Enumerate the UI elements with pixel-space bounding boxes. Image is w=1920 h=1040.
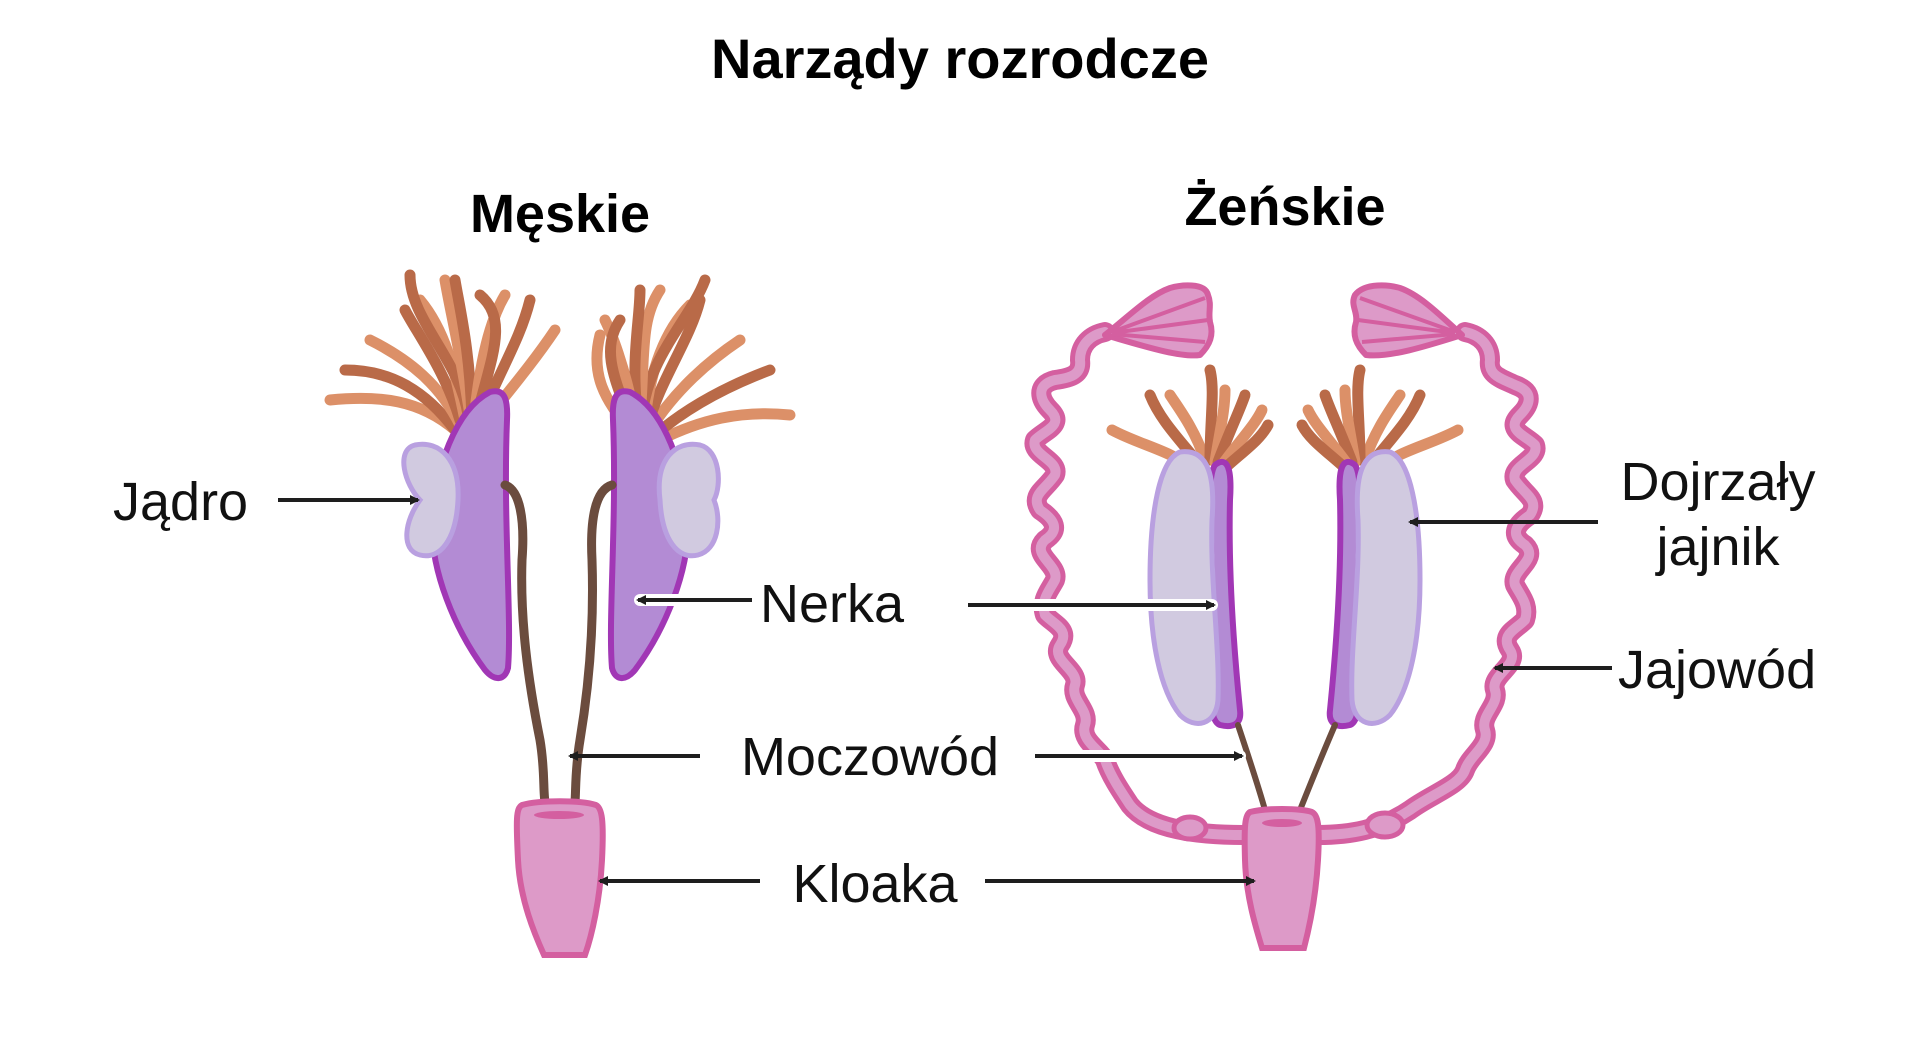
label-cloaca: Kloaka [598, 854, 1256, 914]
male-right-testis [656, 441, 721, 559]
kidney-label: Nerka [760, 574, 905, 634]
cloaca-label: Kloaka [792, 854, 958, 914]
female-right-fat-body [1296, 364, 1464, 476]
male-left-testis [401, 441, 461, 559]
mature-ovary-label-line2: jajnik [1654, 517, 1780, 577]
label-kidney: Nerka [634, 574, 1218, 634]
diagram-title: Narządy rozrodcze [711, 27, 1209, 90]
female-right-ovary [1349, 449, 1423, 726]
male-heading: Męskie [470, 184, 650, 244]
female-left-ovary [1147, 449, 1221, 726]
female-right-funnel [1350, 282, 1465, 359]
female-right-oviduct [1308, 322, 1546, 845]
label-mature-ovary: Dojrzały jajnik [1408, 452, 1816, 577]
male-cloaca [513, 798, 606, 958]
male-right-ureter [570, 480, 617, 807]
female-left-ureter [1235, 722, 1268, 813]
mature-ovary-label-line1: Dojrzały [1620, 452, 1815, 512]
label-ureter: Moczowód [568, 727, 1246, 787]
female-heading: Żeńskie [1184, 177, 1385, 237]
male-left-ureter [500, 480, 550, 807]
label-testis: Jądro [113, 472, 420, 532]
testis-label: Jądro [113, 472, 248, 532]
female-left-funnel [1102, 282, 1215, 359]
female-right-ureter [1297, 722, 1338, 813]
male-organs [324, 269, 796, 958]
female-organs [1024, 282, 1546, 951]
female-cloaca [1241, 806, 1322, 951]
oviduct-label: Jajowód [1618, 640, 1816, 700]
label-oviduct: Jajowód [1493, 640, 1816, 700]
ureter-label: Moczowód [741, 727, 999, 787]
male-left-fat-body [324, 269, 561, 436]
